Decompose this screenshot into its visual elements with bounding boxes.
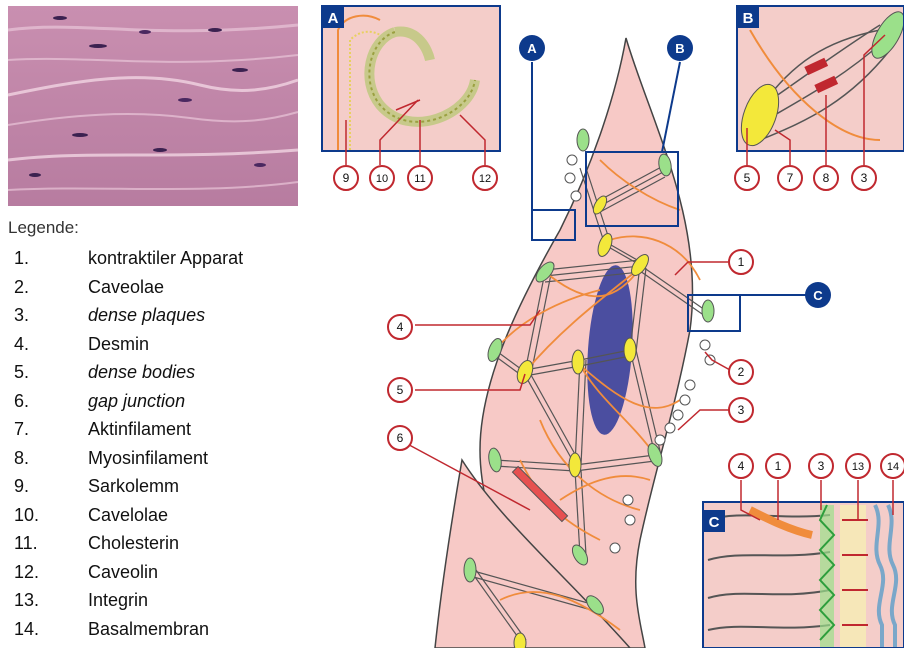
marker-a[interactable]: A — [519, 35, 545, 61]
legend-item-number: 2. — [14, 277, 29, 298]
callout-c4: 4 — [738, 459, 745, 473]
legend-item-text: Desmin — [88, 334, 149, 355]
legend-item: 12. Caveolin — [8, 562, 308, 591]
callout-12: 12 — [479, 173, 491, 185]
legend-item-number: 13. — [14, 590, 39, 611]
legend-item: 1. kontraktiler Apparat — [8, 248, 308, 277]
callout-2: 2 — [738, 365, 745, 379]
legend-item-number: 4. — [14, 334, 29, 355]
legend-item-number: 9. — [14, 476, 29, 497]
callout-4: 4 — [397, 320, 404, 334]
svg-text:C: C — [813, 288, 823, 303]
legend-item-text: Cavelolae — [88, 505, 168, 526]
histology-micrograph — [8, 6, 298, 206]
legend-item-text: Aktinfilament — [88, 419, 191, 440]
inset-panel-c: C — [703, 502, 904, 648]
legend-item-text: dense plaques — [88, 305, 205, 326]
legend-item: 13. Integrin — [8, 590, 308, 619]
legend-item-number: 8. — [14, 448, 29, 469]
svg-text:B: B — [675, 41, 684, 56]
legend-item-number: 3. — [14, 305, 29, 326]
callout-10: 10 — [376, 173, 388, 185]
legend-item-number: 5. — [14, 362, 29, 383]
callout-6: 6 — [397, 431, 404, 445]
legend-item-text: Basalmembran — [88, 619, 209, 640]
legend-item-text: Caveolae — [88, 277, 164, 298]
legend-item-number: 10. — [14, 505, 39, 526]
legend-item-number: 1. — [14, 248, 29, 269]
legend-item: 5. dense bodies — [8, 362, 308, 391]
legend-item-number: 14. — [14, 619, 39, 640]
callout-b3: 3 — [861, 171, 868, 185]
callout-c3: 3 — [818, 459, 825, 473]
legend-item-number: 11. — [14, 533, 38, 554]
legend-item: 4. Desmin — [8, 334, 308, 363]
callout-5: 5 — [397, 383, 404, 397]
callout-13: 13 — [852, 461, 864, 473]
inset-panel-b: B — [734, 6, 904, 151]
callout-14: 14 — [887, 461, 899, 473]
legend-item: 7. Aktinfilament — [8, 419, 308, 448]
legend-item: 14. Basalmembran — [8, 619, 308, 648]
panel-c-label: C — [709, 514, 720, 531]
legend-item-text: Cholesterin — [88, 533, 179, 554]
legend-item: 2. Caveolae — [8, 277, 308, 306]
legend-item-text: dense bodies — [88, 362, 195, 383]
legend-item: 6. gap junction — [8, 391, 308, 420]
legend-item: 8. Myosinfilament — [8, 448, 308, 477]
legend-title: Legende: — [8, 218, 79, 238]
legend-item-number: 7. — [14, 419, 29, 440]
legend-item-text: Integrin — [88, 590, 148, 611]
legend-list: 1. kontraktiler Apparat 2. Caveolae 3. dense … — [8, 248, 308, 647]
callout-3: 3 — [738, 403, 745, 417]
legend-item-text: Sarkolemm — [88, 476, 179, 497]
legend-item-text: Caveolin — [88, 562, 158, 583]
legend-item-number: 6. — [14, 391, 29, 412]
callout-9: 9 — [343, 171, 350, 185]
svg-text:A: A — [527, 41, 537, 56]
panel-a-label: A — [328, 10, 339, 27]
callout-8: 8 — [823, 171, 830, 185]
legend-item: 9. Sarkolemm — [8, 476, 308, 505]
legend-item-text: gap junction — [88, 391, 185, 412]
callout-1: 1 — [738, 255, 745, 269]
panel-b-label: B — [743, 10, 754, 27]
legend-item: 11. Cholesterin — [8, 533, 308, 562]
legend-item-text: Myosinfilament — [88, 448, 208, 469]
legend-item: 3. dense plaques — [8, 305, 308, 334]
callout-7: 7 — [787, 171, 794, 185]
legend-item-text: kontraktiler Apparat — [88, 248, 243, 269]
marker-b[interactable]: B — [667, 35, 693, 61]
marker-c[interactable]: C — [805, 282, 831, 308]
legend-item-number: 12. — [14, 562, 39, 583]
callout-11: 11 — [414, 173, 425, 185]
legend-item: 10. Cavelolae — [8, 505, 308, 534]
callout-b5: 5 — [744, 171, 751, 185]
callout-c1: 1 — [775, 459, 782, 473]
